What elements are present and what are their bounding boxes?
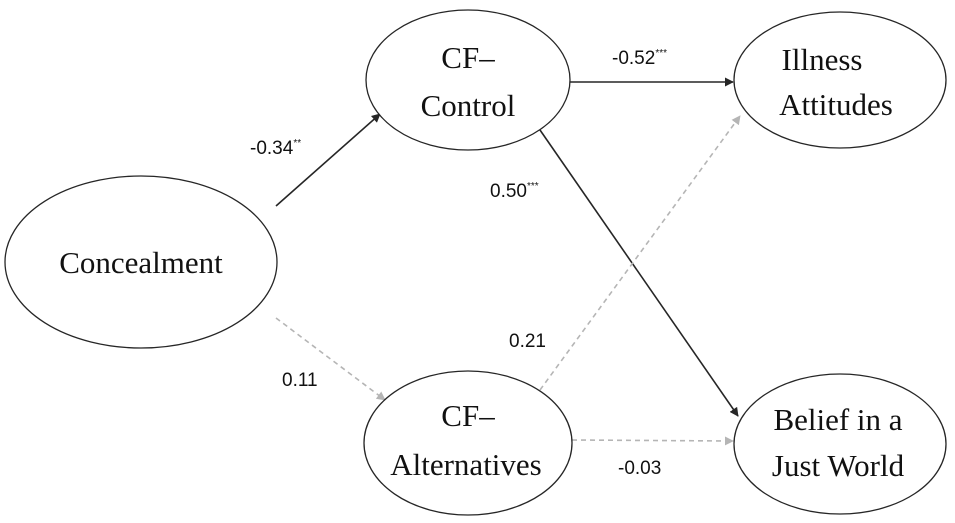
coef-value: 0.11 [282, 370, 318, 391]
coef-concealment-to-cf-control: -0.34** [250, 138, 301, 159]
coef-cf-alternatives-to-belief-just-world: -0.03 [618, 458, 661, 479]
node-cf-alternatives-label-line2: Alternatives [390, 447, 542, 482]
path-cf-alternatives-to-belief-just-world [571, 436, 734, 446]
node-cf-control-label-line2: Control [421, 88, 516, 123]
node-illness-attitudes-label-line1: Illness [782, 42, 863, 77]
path-cf-control-to-belief-just-world [539, 129, 739, 417]
coef-value: -0.03 [618, 458, 661, 479]
node-cf-control-label-line1: CF– [441, 40, 495, 75]
coef-value: 0.50 [490, 181, 527, 202]
node-concealment: Concealment [4, 175, 278, 349]
path-concealment-to-cf-control [275, 113, 381, 207]
node-illness-attitudes-label-line2: Attitudes [779, 87, 893, 122]
coef-value: -0.52 [612, 48, 655, 69]
node-illness-attitudes: Illness Attitudes [733, 11, 947, 149]
node-belief-just-world-label-line1: Belief in a [773, 402, 902, 437]
coef-cf-control-to-belief-just-world: 0.50*** [490, 181, 539, 202]
path-concealment-to-cf-alternatives [275, 317, 386, 401]
node-concealment-label: Concealment [59, 245, 223, 280]
node-belief-just-world-label-line2: Just World [772, 448, 905, 483]
coef-value: -0.34 [250, 138, 294, 159]
coef-significance: *** [527, 181, 539, 192]
coef-cf-alternatives-to-illness-attitudes: 0.21 [509, 331, 546, 352]
coef-significance: *** [655, 48, 667, 59]
coef-value: 0.21 [509, 331, 546, 352]
path-cf-alternatives-to-illness-attitudes [539, 115, 741, 391]
node-cf-control: CF– Control [365, 9, 571, 151]
coef-cf-control-to-illness-attitudes: -0.52*** [612, 48, 667, 69]
coef-concealment-to-cf-alternatives: 0.11 [282, 370, 318, 391]
node-belief-just-world: Belief in a Just World [733, 373, 947, 515]
node-cf-alternatives: CF– Alternatives [363, 370, 573, 516]
coef-significance: ** [293, 138, 301, 149]
node-cf-alternatives-label-line1: CF– [441, 398, 495, 433]
